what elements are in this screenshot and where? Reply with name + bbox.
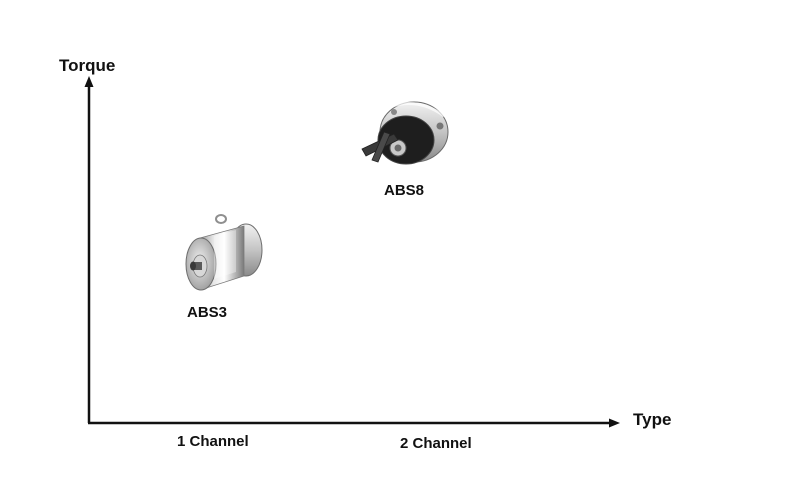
product-label-abs3: ABS3 xyxy=(187,304,228,321)
product-label-abs8: ABS8 xyxy=(384,182,425,199)
rotary-damper-abs3-image xyxy=(185,214,263,291)
x-category-label-1: 1 Channel xyxy=(177,433,249,450)
x-axis-arrowhead xyxy=(609,418,620,428)
x-category-label-2: 2 Channel xyxy=(400,435,472,452)
y-axis-arrowhead xyxy=(84,76,94,87)
rotary-damper-abs8-image xyxy=(361,101,449,165)
y-axis-label: Torque xyxy=(59,56,116,75)
x-axis xyxy=(88,418,620,428)
x-axis-label: Type xyxy=(633,410,672,429)
y-axis xyxy=(84,76,94,423)
